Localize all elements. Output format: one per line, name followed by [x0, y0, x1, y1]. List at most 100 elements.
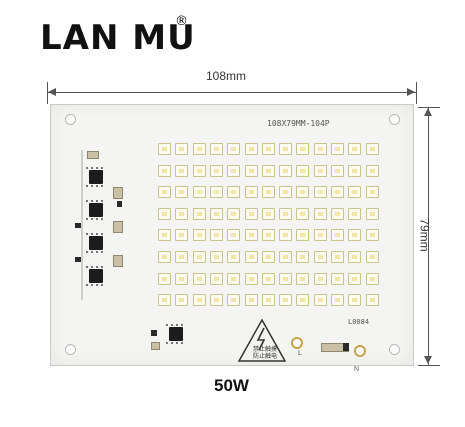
smd-led — [261, 143, 275, 155]
smd-led — [209, 207, 223, 220]
smd-led — [244, 207, 258, 220]
solder-pad-n — [354, 345, 366, 357]
driver-chip — [86, 266, 106, 286]
driver-chip — [86, 233, 106, 253]
smd-led — [365, 251, 379, 263]
smd-led — [227, 251, 241, 263]
smd-led — [192, 207, 206, 220]
smd-led — [227, 143, 241, 155]
smd-led — [365, 164, 379, 177]
smd-led — [348, 294, 362, 307]
smd-led — [261, 272, 275, 285]
smd-led — [158, 164, 171, 177]
smd-resistor — [151, 342, 160, 350]
smd-led — [296, 186, 310, 199]
smd-led — [158, 294, 171, 307]
smd-led — [348, 251, 362, 263]
smd-led — [296, 272, 310, 285]
smd-led — [158, 251, 171, 263]
smd-led — [192, 294, 206, 307]
smd-led — [192, 251, 206, 263]
height-dimension-label: 79mm — [417, 218, 432, 252]
smd-led — [279, 229, 293, 242]
smd-led — [192, 229, 206, 242]
height-dimension-tick-top — [418, 107, 440, 108]
smd-led — [261, 186, 275, 199]
smd-led — [209, 229, 223, 242]
smd-led — [175, 143, 189, 155]
smd-led — [313, 164, 327, 177]
height-arrow-down-icon — [424, 356, 432, 364]
smd-led — [244, 229, 258, 242]
smd-led — [158, 207, 171, 220]
pcb-code-marking: L0084 — [348, 318, 370, 326]
smd-led — [365, 229, 379, 242]
mounting-hole — [65, 344, 76, 355]
smd-led — [348, 229, 362, 242]
width-arrow-left-icon — [48, 88, 56, 96]
smd-led — [227, 164, 241, 177]
registered-mark: ® — [175, 14, 188, 29]
smd-led — [313, 294, 327, 307]
smd-led — [261, 294, 275, 307]
high-voltage-warning-icon — [237, 318, 287, 362]
width-dimension-line — [47, 92, 417, 93]
driver-chip — [86, 167, 106, 187]
solder-pad-l — [291, 337, 303, 349]
smd-led — [261, 251, 275, 263]
smd-component — [343, 343, 349, 351]
smd-led — [244, 251, 258, 263]
width-dimension-tick-right — [416, 82, 417, 104]
smd-component — [117, 201, 122, 207]
smd-led — [331, 143, 344, 155]
mounting-hole — [65, 114, 76, 125]
smd-led — [261, 229, 275, 242]
smd-led — [158, 143, 171, 155]
width-dimension-tick-left — [47, 82, 48, 104]
smd-led — [175, 272, 189, 285]
smd-led — [227, 294, 241, 307]
mounting-hole — [389, 114, 400, 125]
smd-led — [227, 207, 241, 220]
smd-led — [365, 294, 379, 307]
smd-led — [209, 186, 223, 199]
pcb-trace — [81, 150, 83, 300]
smd-led — [296, 251, 310, 263]
brand-logo-text: LAN MU — [40, 18, 196, 58]
smd-led — [313, 207, 327, 220]
smd-led — [279, 164, 293, 177]
smd-resistor — [113, 255, 123, 267]
smd-led — [313, 143, 327, 155]
smd-led — [279, 272, 293, 285]
smd-led — [331, 207, 344, 220]
smd-led — [175, 294, 189, 307]
smd-led — [348, 143, 362, 155]
smd-led — [209, 164, 223, 177]
smd-led — [192, 272, 206, 285]
wattage-caption: 50W — [214, 376, 249, 395]
smd-led — [244, 272, 258, 285]
smd-resistor — [113, 187, 123, 199]
smd-led — [331, 186, 344, 199]
smd-led — [348, 272, 362, 285]
smd-led — [279, 143, 293, 155]
smd-led — [331, 294, 344, 307]
smd-component — [75, 257, 81, 262]
smd-led — [279, 186, 293, 199]
smd-led — [209, 143, 223, 155]
driver-chip — [86, 200, 106, 220]
smd-led — [158, 186, 171, 199]
smd-led — [296, 164, 310, 177]
smd-led — [348, 207, 362, 220]
smd-led — [331, 272, 344, 285]
smd-resistor — [87, 151, 99, 159]
smd-led — [296, 229, 310, 242]
smd-led — [348, 186, 362, 199]
smd-resistor — [113, 221, 123, 233]
smd-led — [279, 207, 293, 220]
smd-led — [296, 207, 310, 220]
smd-led — [261, 164, 275, 177]
smd-component — [151, 330, 157, 336]
pcb-model-marking: 108X79MM-104P — [267, 119, 330, 128]
rectifier-chip — [166, 324, 186, 344]
